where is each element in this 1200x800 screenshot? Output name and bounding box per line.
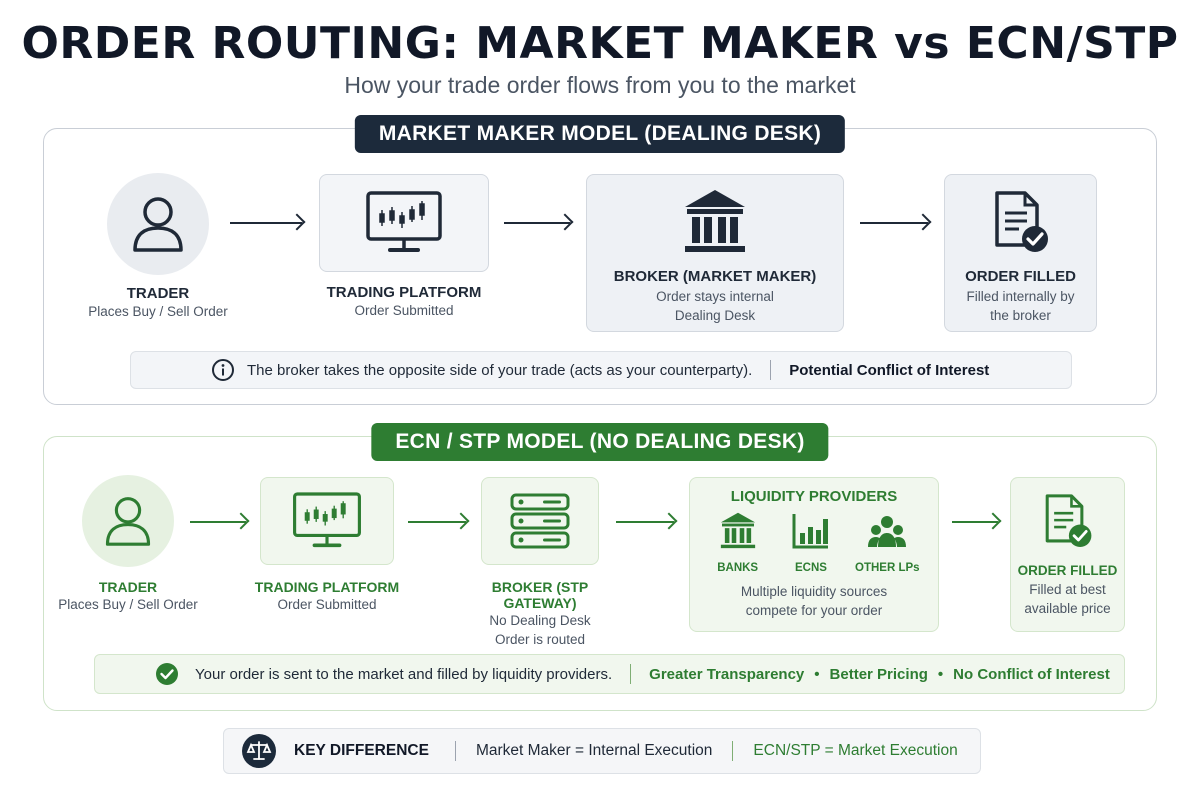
ecn-trader-label: TRADER	[98, 579, 158, 595]
mm-arrow-3	[860, 222, 928, 224]
ecn-broker-label: BROKER (STP GATEWAY)	[491, 579, 589, 611]
mm-broker-sub1: Order stays internal	[656, 289, 774, 304]
mm-arrow-2	[504, 222, 570, 224]
benefit-dot: •	[937, 665, 944, 683]
key-difference-bar: KEY DIFFERENCE Market Maker = Internal E…	[223, 728, 981, 774]
ecn-broker-node: BROKER (STP GATEWAY) No Dealing Desk Ord…	[456, 477, 624, 649]
ecn-arrow-2	[408, 521, 466, 523]
ecn-filled-sub1: Filled at best	[1029, 582, 1106, 597]
monitor-chart-icon	[319, 174, 489, 272]
mm-filled-sub1: Filled internally by	[966, 289, 1075, 304]
lp-sub1: Multiple liquidity sources	[740, 584, 888, 599]
ecn-trader-sub: Places Buy / Sell Order	[58, 597, 198, 612]
mm-trader-node: TRADER Places Buy / Sell Order	[60, 173, 256, 321]
benefit-transparency: Greater Transparency	[649, 665, 805, 683]
ecn-note-bar: Your order is sent to the market and fil…	[94, 654, 1125, 694]
mm-note-text: The broker takes the opposite side of yo…	[247, 361, 753, 379]
ecn-arrow-1	[190, 521, 246, 523]
lp-items: BANKS ECNS OTHER LPs	[701, 511, 927, 574]
ecn-arrow-4	[952, 521, 998, 523]
ecn-filled-card: ORDER FILLED Filled at best available pr…	[1010, 477, 1125, 632]
user-icon	[107, 173, 209, 275]
lp-banks-label: BANKS	[717, 562, 759, 574]
lp-ecns-label: ECNS	[795, 562, 827, 574]
document-check-icon	[991, 189, 1051, 260]
users-group-icon	[867, 511, 907, 556]
mm-platform-label: TRADING PLATFORM	[326, 284, 482, 301]
bar-chart-icon	[791, 511, 831, 556]
mm-note-bar: The broker takes the opposite side of yo…	[130, 351, 1072, 389]
ecn-trader-node: TRADER Places Buy / Sell Order	[40, 475, 216, 614]
lp-banks: BANKS	[703, 511, 773, 574]
info-icon	[211, 358, 235, 382]
benefit-no-conflict: No Conflict of Interest	[953, 665, 1110, 683]
mm-filled-label: ORDER FILLED	[965, 268, 1076, 285]
lp-title: LIQUIDITY PROVIDERS	[730, 488, 898, 505]
mm-note-emphasis: Potential Conflict of Interest	[789, 361, 990, 379]
scale-icon	[242, 734, 276, 768]
ecn-broker-sub2: Order is routed	[494, 632, 586, 647]
ecn-note-separator	[630, 664, 632, 684]
key-separator	[732, 741, 734, 761]
liquidity-providers-card: LIQUIDITY PROVIDERS BANKS ECNS OTHER LPs…	[689, 477, 939, 632]
mm-trader-sub: Places Buy / Sell Order	[88, 304, 228, 319]
benefit-dot: •	[814, 665, 820, 683]
page-title: ORDER ROUTING: MARKET MAKER vs ECN/STP	[21, 18, 1179, 69]
ecn-platform-node: TRADING PLATFORM Order Submitted	[244, 477, 410, 614]
check-circle-icon	[155, 662, 179, 686]
server-icon	[481, 477, 599, 565]
market-maker-panel: MARKET MAKER MODEL (DEALING DESK) TRADER…	[43, 115, 1157, 405]
mm-broker-label: BROKER (MARKET MAKER)	[613, 268, 817, 285]
bank-icon	[718, 511, 758, 556]
ecn-arrow-3	[616, 521, 674, 523]
ecn-banner: ECN / STP MODEL (NO DEALING DESK)	[371, 423, 829, 461]
mm-note-separator	[770, 360, 772, 380]
mm-broker-sub2: Dealing Desk	[674, 308, 756, 323]
lp-others-label: OTHER LPs	[855, 562, 920, 574]
ecn-platform-label: TRADING PLATFORM	[254, 579, 400, 595]
ecn-filled-label: ORDER FILLED	[1017, 563, 1118, 578]
mm-arrow-1	[230, 222, 302, 224]
key-difference-mm: Market Maker = Internal Execution	[475, 742, 713, 759]
benefit-pricing: Better Pricing	[829, 665, 928, 683]
mm-broker-card: BROKER (MARKET MAKER) Order stays intern…	[586, 174, 844, 332]
key-difference-ecn: ECN/STP = Market Execution	[753, 742, 958, 759]
mm-filled-card: ORDER FILLED Filled internally by the br…	[944, 174, 1097, 332]
monitor-chart-icon	[260, 477, 394, 565]
ecn-filled-sub2: available price	[1024, 601, 1111, 616]
user-icon	[82, 475, 174, 567]
ecn-panel: ECN / STP MODEL (NO DEALING DESK) TRADER…	[40, 423, 1157, 711]
mm-platform-sub: Order Submitted	[354, 303, 454, 318]
mm-filled-sub2: the broker	[990, 308, 1051, 323]
key-separator	[454, 741, 456, 761]
ecn-note-text: Your order is sent to the market and fil…	[195, 665, 613, 683]
key-difference-label: KEY DIFFERENCE	[294, 742, 429, 759]
mm-trader-label: TRADER	[126, 285, 190, 302]
market-maker-banner: MARKET MAKER MODEL (DEALING DESK)	[354, 115, 846, 153]
lp-others: OTHER LPs	[849, 511, 925, 574]
mm-platform-node: TRADING PLATFORM Order Submitted	[306, 174, 502, 320]
bank-icon	[682, 187, 748, 262]
page-subtitle: How your trade order flows from you to t…	[344, 72, 856, 98]
lp-ecns: ECNS	[776, 511, 846, 574]
lp-sub2: compete for your order	[745, 603, 883, 618]
ecn-platform-sub: Order Submitted	[277, 597, 377, 612]
ecn-broker-sub1: No Dealing Desk	[489, 613, 591, 628]
document-check-icon	[1042, 492, 1094, 555]
